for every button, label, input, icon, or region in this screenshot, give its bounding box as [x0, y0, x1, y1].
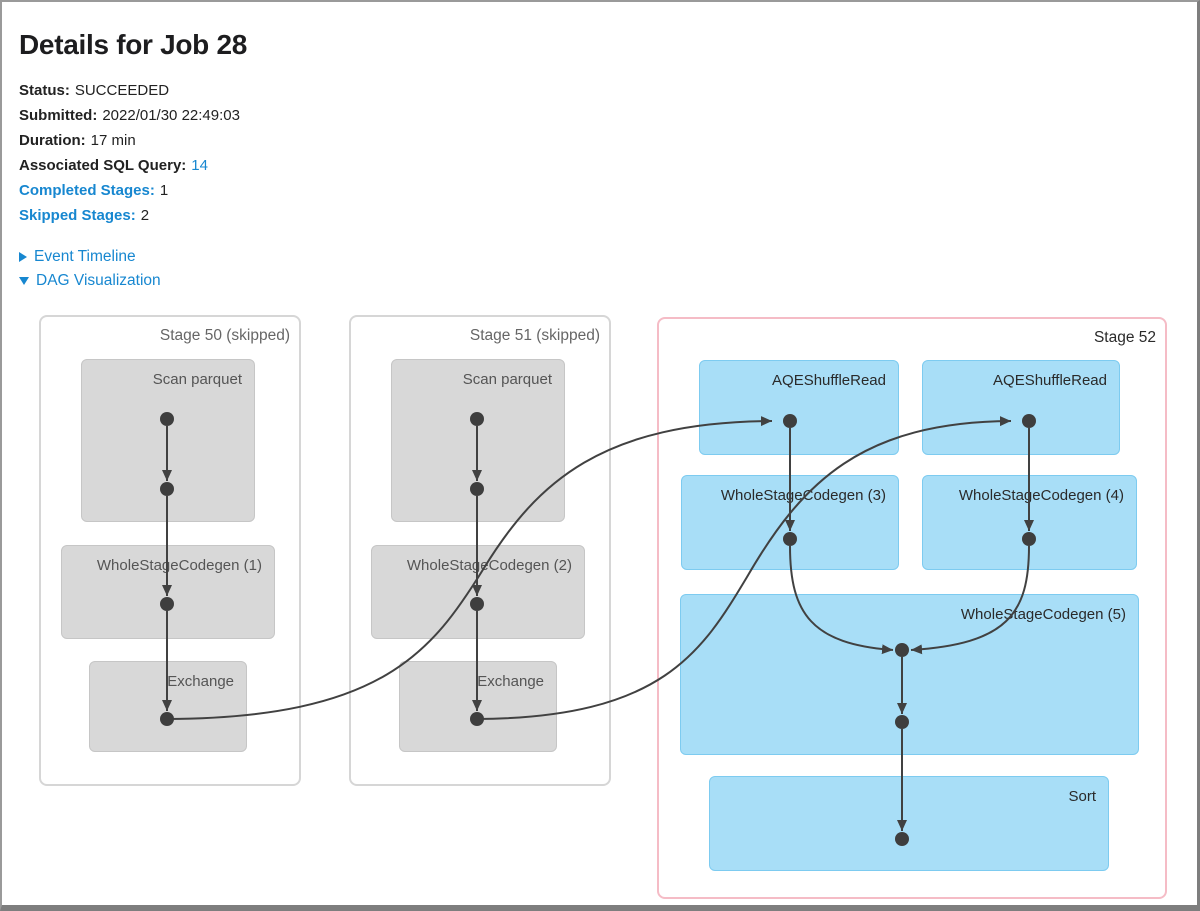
sql-query-label: Associated SQL Query: — [19, 157, 187, 174]
duration-row: Duration:17 min — [19, 128, 719, 153]
node-stage50-exchange: Exchange — [89, 661, 247, 752]
stage-51-title: Stage 51 (skipped) — [469, 327, 600, 344]
node-stage50-wholestagecodegen-1: WholeStageCodegen (1) — [61, 545, 275, 639]
node-stage50-scan-parquet: Scan parquet — [81, 359, 255, 522]
node-label: WholeStageCodegen (2) — [406, 557, 572, 574]
skipped-stages-link[interactable]: Skipped Stages: — [19, 207, 136, 224]
stage-52-title: Stage 52 — [1093, 329, 1156, 346]
node-stage52-aqeshuffleread-left: AQEShuffleRead — [699, 360, 899, 455]
stage-50-title: Stage 50 (skipped) — [159, 327, 290, 344]
node-label: WholeStageCodegen (4) — [958, 487, 1124, 504]
node-stage52-wholestagecodegen-5: WholeStageCodegen (5) — [680, 594, 1139, 755]
completed-stages-value: 1 — [159, 182, 169, 199]
skipped-stages-row: Skipped Stages:2 — [19, 203, 719, 228]
submitted-value: 2022/01/30 22:49:03 — [102, 107, 240, 124]
node-label: WholeStageCodegen (1) — [96, 557, 262, 574]
node-label: WholeStageCodegen (5) — [960, 606, 1126, 623]
duration-label: Duration: — [19, 132, 86, 149]
dag-visualization-toggle[interactable]: DAG Visualization — [19, 269, 719, 293]
node-label: WholeStageCodegen (3) — [720, 487, 886, 504]
duration-value: 17 min — [90, 132, 136, 149]
node-label: Exchange — [477, 673, 544, 690]
submitted-row: Submitted:2022/01/30 22:49:03 — [19, 103, 719, 128]
status-value: SUCCEEDED — [74, 82, 170, 99]
dag-visualization-label: DAG Visualization — [36, 272, 161, 289]
node-stage52-aqeshuffleread-right: AQEShuffleRead — [922, 360, 1120, 455]
status-label: Status: — [19, 82, 70, 99]
node-label: Scan parquet — [462, 371, 552, 388]
sql-query-link[interactable]: 14 — [191, 157, 208, 174]
submitted-label: Submitted: — [19, 107, 98, 124]
node-label: Sort — [1068, 788, 1096, 805]
node-stage51-exchange: Exchange — [399, 661, 557, 752]
caret-down-icon — [19, 277, 29, 285]
node-label: Scan parquet — [152, 371, 242, 388]
node-label: Exchange — [167, 673, 234, 690]
collapsible-sections: Event Timeline DAG Visualization — [19, 245, 719, 293]
node-stage52-wholestagecodegen-3: WholeStageCodegen (3) — [681, 475, 899, 570]
sql-query-row: Associated SQL Query:14 — [19, 153, 719, 178]
node-stage51-wholestagecodegen-2: WholeStageCodegen (2) — [371, 545, 585, 639]
completed-stages-link[interactable]: Completed Stages: — [19, 182, 155, 199]
node-stage52-wholestagecodegen-4: WholeStageCodegen (4) — [922, 475, 1137, 570]
caret-right-icon — [19, 252, 27, 262]
event-timeline-label: Event Timeline — [34, 248, 136, 265]
node-label: AQEShuffleRead — [772, 372, 886, 389]
job-details-header: Details for Job 28 Status:SUCCEEDED Subm… — [19, 28, 719, 293]
page-title: Details for Job 28 — [19, 29, 248, 60]
event-timeline-toggle[interactable]: Event Timeline — [19, 245, 719, 269]
skipped-stages-value: 2 — [140, 207, 150, 224]
completed-stages-row: Completed Stages:1 — [19, 178, 719, 203]
node-label: AQEShuffleRead — [993, 372, 1107, 389]
node-stage51-scan-parquet: Scan parquet — [391, 359, 565, 522]
status-row: Status:SUCCEEDED — [19, 78, 719, 103]
node-stage52-sort: Sort — [709, 776, 1109, 871]
